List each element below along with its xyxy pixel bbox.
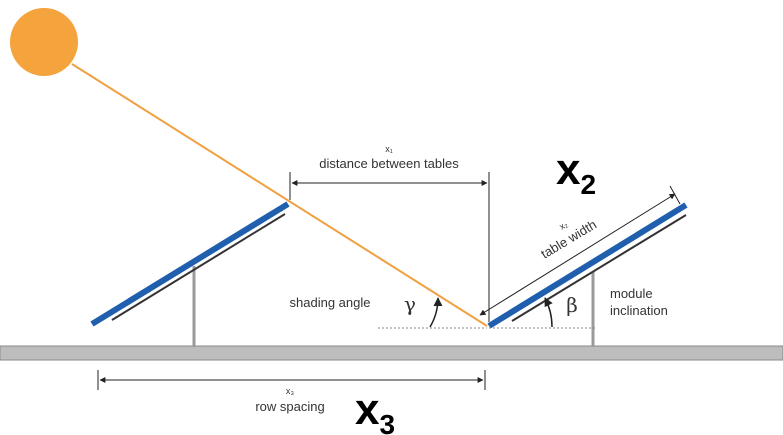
x2-end-tick <box>669 185 681 205</box>
sun-icon <box>10 8 78 76</box>
big-x2-label: x2 <box>556 145 596 200</box>
beta-symbol: β <box>566 293 578 317</box>
gamma-symbol: γ <box>404 292 416 316</box>
ground <box>0 345 783 361</box>
x1-symbol: x₁ <box>385 144 393 154</box>
x2-label: table width <box>538 217 599 262</box>
x3-label: row spacing <box>255 399 324 414</box>
x3-symbol: x₃ <box>286 386 295 396</box>
left-table-module <box>90 201 290 327</box>
x1-label: distance between tables <box>319 156 459 171</box>
beta-arc <box>544 297 553 328</box>
sun-ray <box>71 63 488 327</box>
gamma-arc <box>429 297 443 328</box>
left-table-frame <box>111 213 286 321</box>
x2-dimension-line <box>479 193 676 316</box>
shading-angle-label: shading angle <box>290 295 371 310</box>
big-x3-label: x3 <box>355 385 395 435</box>
module-inclination-label-line1: module <box>610 286 653 301</box>
module-inclination-label-line2: inclination <box>610 303 668 318</box>
